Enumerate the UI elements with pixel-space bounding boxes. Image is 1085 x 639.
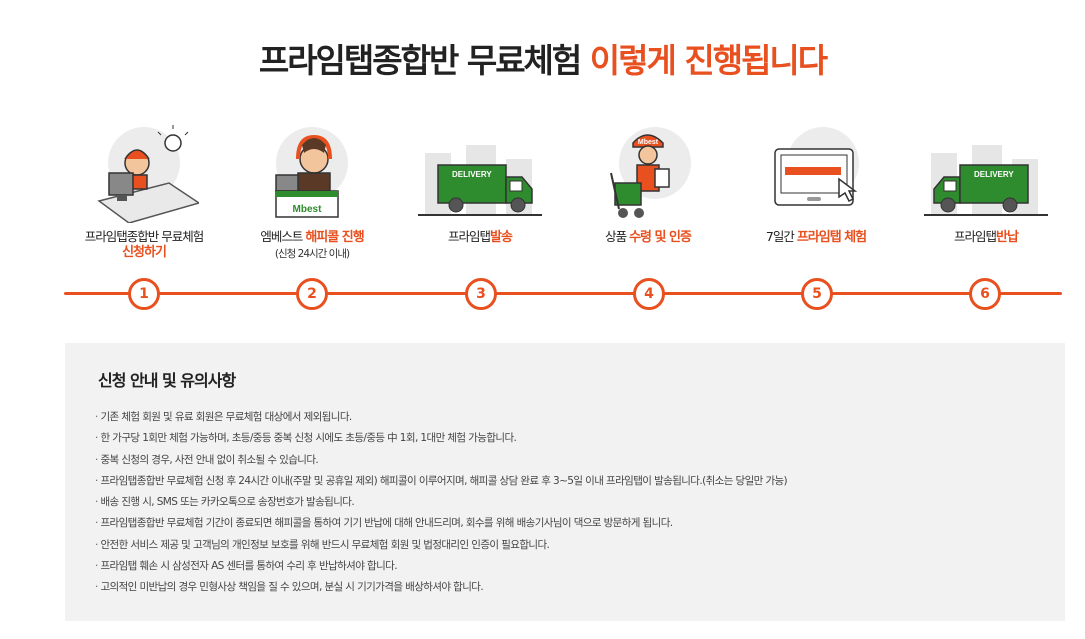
step-number-6: 6 (969, 278, 1001, 310)
step-number-5: 5 (801, 278, 833, 310)
notice-item: 중복 신청의 경우, 사전 안내 없이 취소될 수 있습니다. (95, 450, 787, 471)
notice-list: 기존 체험 회원 및 유료 회원은 무료체험 대상에서 제외됩니다. 한 가구당… (95, 407, 787, 599)
page-title: 프라임탭종합반 무료체험 이렇게 진행됩니다 (258, 41, 828, 80)
svg-text:Mbest: Mbest (638, 139, 659, 146)
step-label: 7일간 프라임탭 체험 (765, 229, 867, 245)
notice-item: 프라임탭종합반 무료체험 기간이 종료되면 해피콜을 통하여 기기 반납에 대해… (95, 513, 787, 534)
operator-headset-illustration: Mbest (232, 118, 392, 223)
step-label: 프라임탭발송 (448, 229, 513, 245)
step-number-1: 1 (128, 278, 160, 310)
svg-text:DELIVERY: DELIVERY (452, 170, 492, 179)
delivery-truck-illustration: DELIVERY (906, 118, 1066, 223)
step-happy-call: Mbest 엠베스트 해피콜 진행 (신청 24시간 이내) (232, 118, 392, 262)
svg-text:DELIVERY: DELIVERY (974, 170, 1014, 179)
step-return: DELIVERY 프라임탭반납 (906, 118, 1066, 246)
courier-cart-illustration: Mbest (568, 118, 728, 223)
notice-item: 고의적인 미반납의 경우 민형사상 책임을 질 수 있으며, 분실 시 기기가격… (95, 577, 787, 598)
notice-item: 프라임탭종합반 무료체험 신청 후 24시간 이내(주말 및 공휴일 제외) 해… (95, 471, 787, 492)
step-apply: 프라임탭종합반 무료체험 신청하기 (64, 118, 224, 261)
person-laptop-illustration (64, 118, 224, 223)
notice-item: 프라임탭 훼손 시 삼성전자 AS 센터를 통하여 수리 후 반납하셔야 합니다… (95, 556, 787, 577)
progress-timeline (64, 292, 1062, 295)
step-number-2: 2 (296, 278, 328, 310)
step-label: 상품 수령 및 인증 (605, 229, 692, 245)
step-number-4: 4 (633, 278, 665, 310)
step-number-3: 3 (465, 278, 497, 310)
mbest-logo: Mbest (293, 204, 323, 215)
step-label: 프라임탭종합반 무료체험 신청하기 (84, 229, 204, 260)
step-label: 프라임탭반납 (954, 229, 1019, 245)
step-label: 엠베스트 해피콜 진행 (신청 24시간 이내) (260, 229, 364, 260)
notice-item: 안전한 서비스 제공 및 고객님의 개인정보 보호를 위해 반드시 무료체험 회… (95, 535, 787, 556)
notice-item: 배송 진행 시, SMS 또는 카카오톡으로 송장번호가 발송됩니다. (95, 492, 787, 513)
notice-item: 기존 체험 회원 및 유료 회원은 무료체험 대상에서 제외됩니다. (95, 407, 787, 428)
delivery-truck-illustration: DELIVERY (400, 118, 560, 223)
notice-panel: 신청 안내 및 유의사항 기존 체험 회원 및 유료 회원은 무료체험 대상에서… (65, 343, 1065, 621)
tablet-touch-illustration (736, 118, 896, 223)
step-receive: Mbest 상품 수령 및 인증 (568, 118, 728, 246)
notice-heading: 신청 안내 및 유의사항 (98, 371, 236, 390)
step-trial: 7일간 프라임탭 체험 (736, 118, 896, 246)
notice-item: 한 가구당 1회만 체험 가능하며, 초등/중등 중복 신청 시에도 초등/중등… (95, 428, 787, 449)
step-ship: DELIVERY 프라임탭발송 (400, 118, 560, 246)
